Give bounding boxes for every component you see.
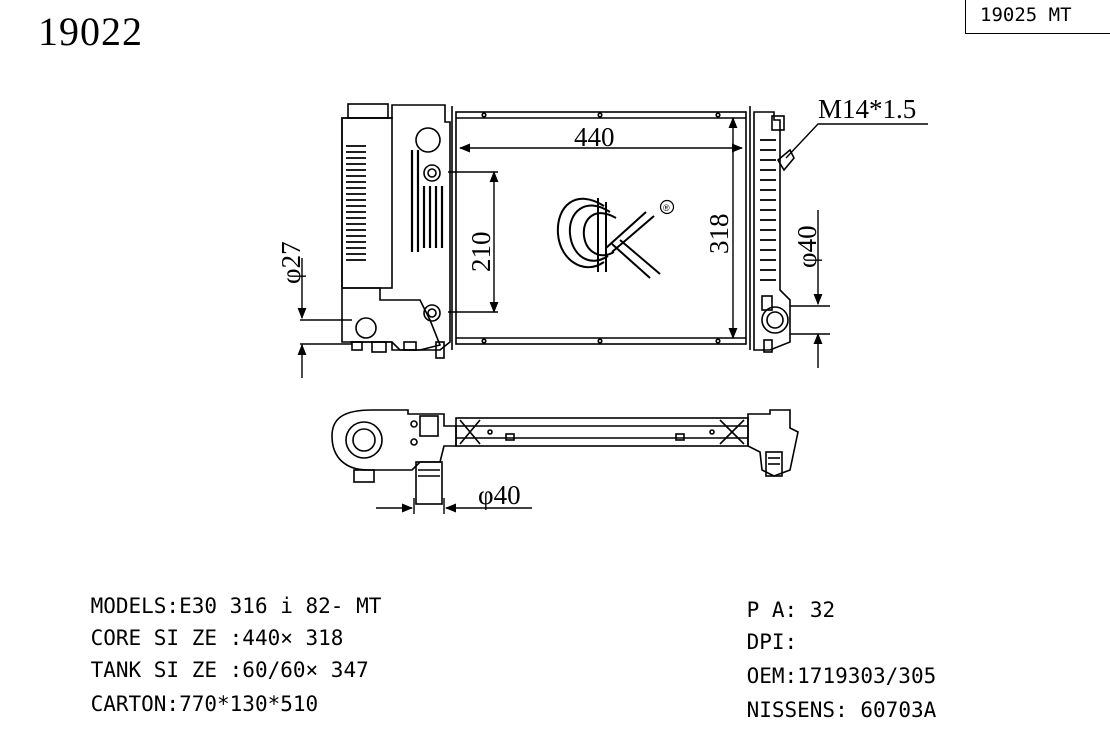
spec-core-size: CORE SI ZE :440× 318 xyxy=(90,626,344,650)
upper-sensor-port xyxy=(423,164,441,182)
bottom-outlet-outer xyxy=(345,421,383,459)
bottom-pipe xyxy=(415,461,443,505)
right-tank xyxy=(753,111,791,351)
dim-right-pipe-label: φ40 xyxy=(792,225,822,268)
dimension-lines xyxy=(297,116,928,378)
dim-height-label: 318 xyxy=(704,214,734,255)
top-cap xyxy=(415,127,441,153)
alt-part-box: 19025 MT xyxy=(965,0,1110,34)
left-outlet-bracket xyxy=(342,287,442,351)
lower-sensor-port xyxy=(423,304,441,322)
radiator-technical-drawing: ® xyxy=(276,94,928,514)
spec-nissens: NISSENS: 60703A xyxy=(746,698,937,722)
reservoir-body xyxy=(341,117,393,289)
spec-oem: OEM:1719303/305 xyxy=(746,664,937,688)
left-tank xyxy=(341,104,451,351)
right-outlet xyxy=(761,306,789,334)
ck-logo xyxy=(556,197,675,279)
left-tank-ribs xyxy=(410,150,444,252)
registered-mark: ® xyxy=(663,203,670,213)
drain-plug xyxy=(776,148,795,172)
left-outlet xyxy=(355,317,377,339)
front-view xyxy=(341,103,795,359)
reservoir-cap xyxy=(347,103,389,119)
bottom-view xyxy=(331,409,799,505)
spec-carton: CARTON:770*130*510 xyxy=(90,692,319,716)
bottom-right-tank xyxy=(747,409,799,477)
spec-tank-size: TANK SI ZE :60/60× 347 xyxy=(90,658,369,682)
dim-bottom-pipe-label: φ40 xyxy=(478,480,521,510)
thread-port xyxy=(771,115,785,131)
spec-dpi: DPI: xyxy=(746,630,798,654)
spec-models: MODELS:E30 316 i 82- MT xyxy=(90,594,382,618)
dim-left-pipe-label: φ27 xyxy=(276,241,306,284)
reservoir-ribs xyxy=(346,145,366,261)
spec-pa: P A: 32 xyxy=(746,598,836,622)
right-tank-ribs xyxy=(760,139,776,281)
part-number: 19022 xyxy=(38,9,143,54)
dim-inner-label: 210 xyxy=(466,232,496,273)
dim-width-label: 440 xyxy=(574,122,615,152)
thread-label: M14*1.5 xyxy=(818,94,916,124)
radiator-core xyxy=(455,111,747,345)
bottom-core xyxy=(455,417,749,447)
